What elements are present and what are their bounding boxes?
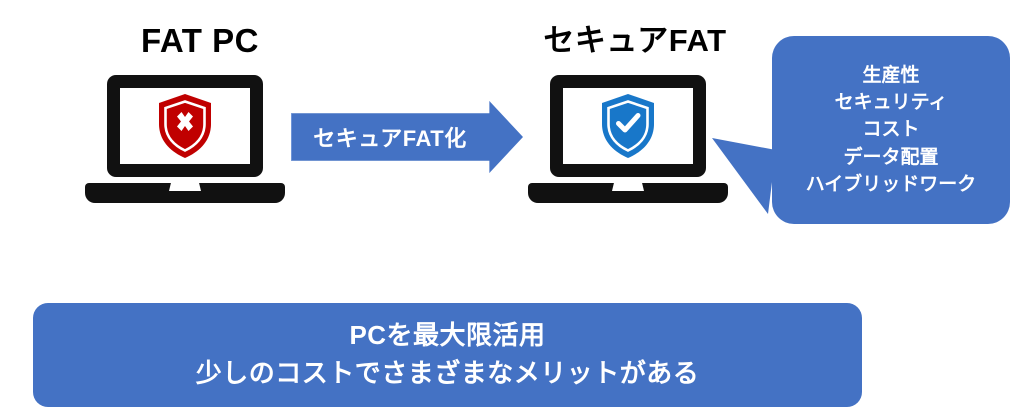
benefits-callout xyxy=(772,36,1010,224)
left-node-title: FAT PC xyxy=(141,22,259,59)
laptop-base xyxy=(85,183,285,203)
laptop-body xyxy=(550,75,706,177)
list-item: 生産性 xyxy=(862,65,920,87)
laptop-base xyxy=(528,183,728,203)
laptop-body xyxy=(107,75,263,177)
summary-banner-line-2: 少しのコストでさまざまなメリットがある xyxy=(195,358,700,388)
secure-fat-laptop-illustration xyxy=(528,75,728,205)
laptop-screen xyxy=(120,88,250,164)
list-item: セキュリティ xyxy=(834,92,948,114)
laptop-screen xyxy=(563,88,693,164)
summary-banner: PCを最大限活用 少しのコストでさまざまなメリットがある xyxy=(33,303,862,407)
laptop-hinge-notch xyxy=(169,183,201,191)
conversion-arrow: セキュアFAT化 xyxy=(291,101,523,173)
red-shield-x-icon xyxy=(156,93,214,159)
list-item: ハイブリッドワーク xyxy=(805,173,977,195)
benefits-list: 生産性 セキュリティ コスト データ配置 ハイブリッドワーク xyxy=(772,36,1010,224)
laptop-hinge-notch xyxy=(612,183,644,191)
callout-tail xyxy=(712,128,776,214)
blue-shield-check-icon xyxy=(599,93,657,159)
fat-pc-laptop-illustration xyxy=(85,75,285,205)
summary-banner-line-1: PCを最大限活用 xyxy=(349,320,546,351)
arrow-label: セキュアFAT化 xyxy=(313,126,467,151)
list-item: コスト xyxy=(862,119,920,141)
right-node-title: セキュアFAT xyxy=(543,23,727,58)
list-item: データ配置 xyxy=(843,146,939,168)
